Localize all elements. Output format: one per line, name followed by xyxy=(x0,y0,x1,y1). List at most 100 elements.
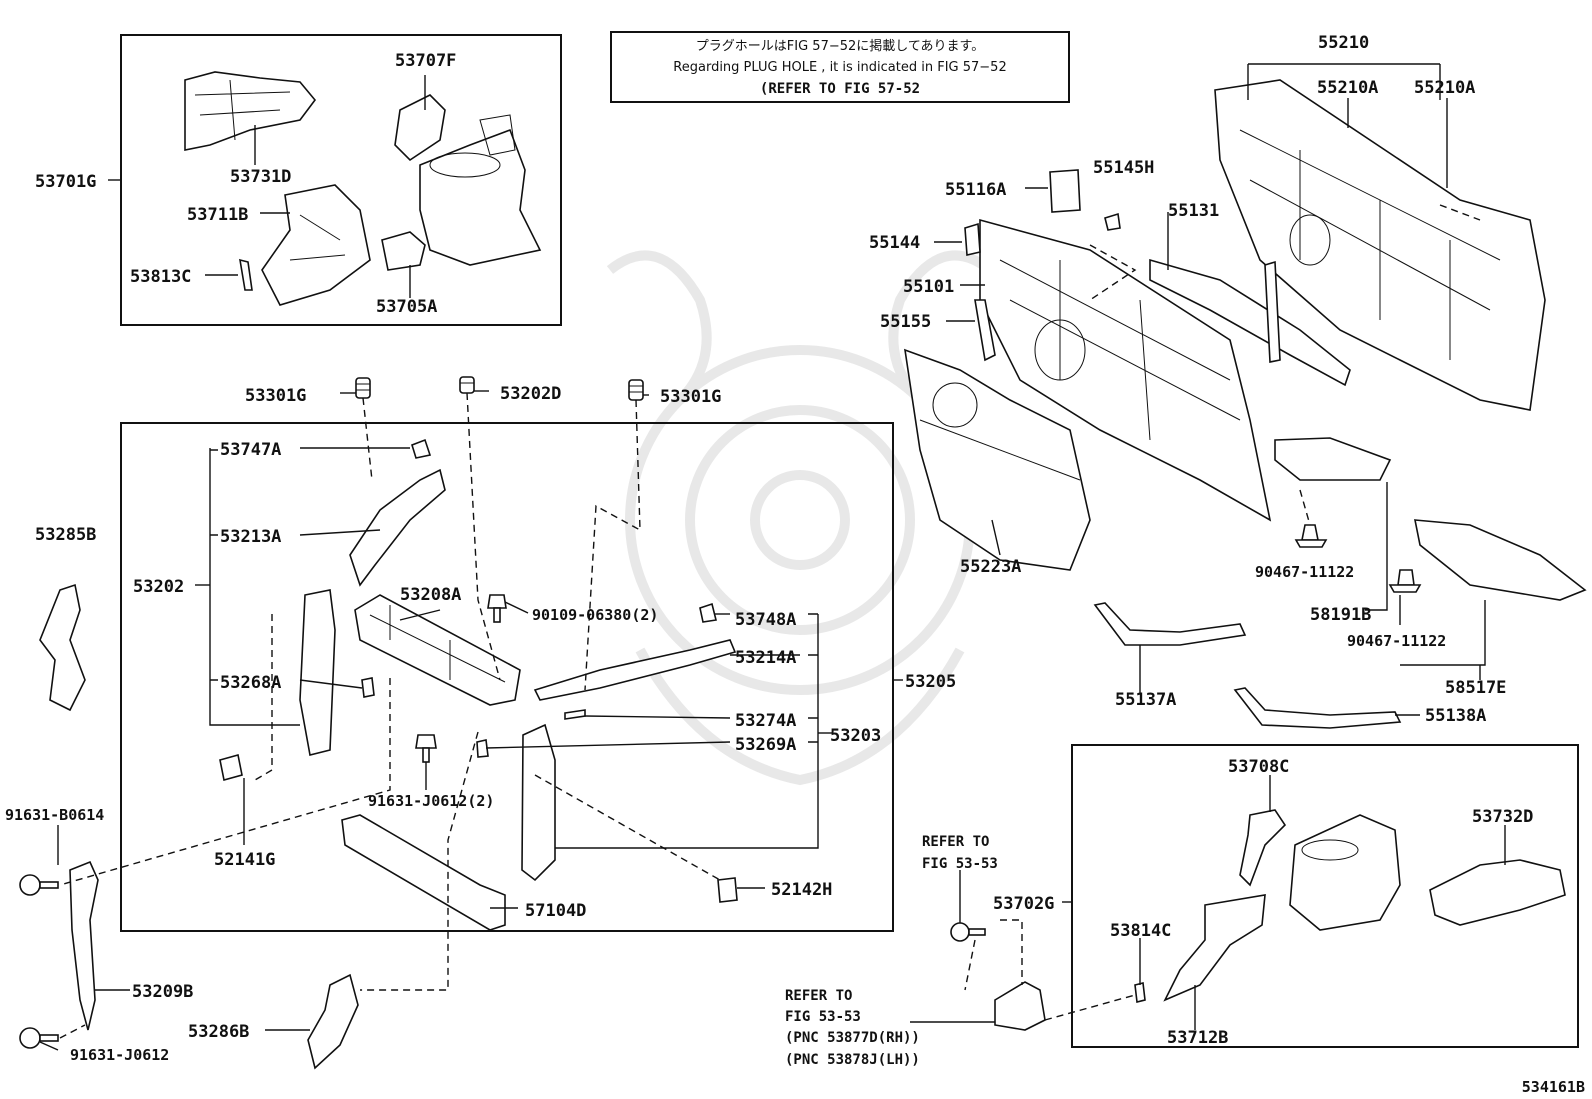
label-90467-11122-1[interactable]: 90467-11122 xyxy=(1255,563,1354,581)
part-53268A-clip xyxy=(361,677,375,698)
label-91631-J0612[interactable]: 91631-J0612 xyxy=(70,1046,169,1064)
part-53301G-bolt-2 xyxy=(628,379,644,401)
part-55131-shape xyxy=(1149,258,1351,387)
label-53203[interactable]: 53203 xyxy=(830,726,881,746)
label-53301G-1[interactable]: 53301G xyxy=(245,386,306,406)
label-55155[interactable]: 55155 xyxy=(880,312,931,332)
diagram-id: 534161B xyxy=(1522,1078,1585,1096)
note-refer-b-1: REFER TO xyxy=(785,988,852,1004)
group-box-53702G xyxy=(1071,744,1579,1048)
note-refer-b-4: (PNC 53878J(LH)) xyxy=(785,1052,920,1068)
part-53731D-shape xyxy=(184,71,317,151)
part-55101-panel-shape xyxy=(979,218,1272,522)
part-53814C-shape xyxy=(1134,982,1146,1003)
label-55131[interactable]: 55131 xyxy=(1168,201,1219,221)
note-plug-hole-en: Regarding PLUG HOLE , it is indicated in… xyxy=(673,60,1006,75)
part-53732D-shape xyxy=(1429,859,1566,926)
label-55137A[interactable]: 55137A xyxy=(1115,690,1176,710)
label-53814C[interactable]: 53814C xyxy=(1110,921,1171,941)
part-53711B-shape xyxy=(261,184,371,306)
part-55137A-shape xyxy=(1093,602,1247,646)
label-55145H[interactable]: 55145H xyxy=(1093,158,1154,178)
label-55210A-1[interactable]: 55210A xyxy=(1317,78,1378,98)
label-55144[interactable]: 55144 xyxy=(869,233,920,253)
part-55138A-shape xyxy=(1233,687,1402,729)
label-53732D[interactable]: 53732D xyxy=(1472,807,1533,827)
part-bolt-fig-53-53 xyxy=(950,922,986,942)
part-53274A-shape xyxy=(564,709,586,720)
group-box-53205 xyxy=(120,422,894,932)
label-55138A[interactable]: 55138A xyxy=(1425,706,1486,726)
label-53712B[interactable]: 53712B xyxy=(1167,1028,1228,1048)
label-55210[interactable]: 55210 xyxy=(1318,33,1369,53)
label-52141G[interactable]: 52141G xyxy=(214,850,275,870)
label-53208A[interactable]: 53208A xyxy=(400,585,461,605)
note-refer-b-3: (PNC 53877D(RH)) xyxy=(785,1030,920,1046)
part-53269A-shape xyxy=(476,739,489,758)
label-53274A[interactable]: 53274A xyxy=(735,711,796,731)
label-55116A[interactable]: 55116A xyxy=(945,180,1006,200)
label-53205[interactable]: 53205 xyxy=(905,672,956,692)
note-box-plug-hole xyxy=(610,31,1070,103)
part-52142H-shape xyxy=(717,877,738,903)
label-58517E[interactable]: 58517E xyxy=(1445,678,1506,698)
leader-lines xyxy=(39,63,1506,1051)
label-90467-11122-2[interactable]: 90467-11122 xyxy=(1347,632,1446,650)
label-53213A[interactable]: 53213A xyxy=(220,527,281,547)
label-90109-06380[interactable]: 90109-06380(2) xyxy=(532,606,658,624)
label-53701G[interactable]: 53701G xyxy=(35,172,96,192)
part-90467-clip-1 xyxy=(1294,524,1328,548)
label-53301G-2[interactable]: 53301G xyxy=(660,387,721,407)
part-53285B-shape xyxy=(39,583,86,712)
part-53705A-shape xyxy=(381,231,426,271)
label-57104D[interactable]: 57104D xyxy=(525,901,586,921)
label-91631-B0614[interactable]: 91631-B0614 xyxy=(5,806,104,824)
label-53286B[interactable]: 53286B xyxy=(188,1022,249,1042)
watermark-emblem xyxy=(606,250,994,786)
label-53702G[interactable]: 53702G xyxy=(993,894,1054,914)
dashed-guide-lines xyxy=(59,204,1481,1039)
label-53214A[interactable]: 53214A xyxy=(735,648,796,668)
note-plug-hole-jp: プラグホールはFIG 57−52に掲載してあります。 xyxy=(696,38,984,54)
label-53285B[interactable]: 53285B xyxy=(35,525,96,545)
label-53202D[interactable]: 53202D xyxy=(500,384,561,404)
label-53711B[interactable]: 53711B xyxy=(187,205,248,225)
label-52142H[interactable]: 52142H xyxy=(771,880,832,900)
part-55223A-silencer-shape xyxy=(904,348,1091,571)
note-refer-a-1: REFER TO xyxy=(922,834,989,850)
label-55210A-2[interactable]: 55210A xyxy=(1414,78,1475,98)
part-58191B-shape xyxy=(1274,437,1392,481)
label-53731D[interactable]: 53731D xyxy=(230,167,291,187)
label-53269A[interactable]: 53269A xyxy=(735,735,796,755)
part-90467-clip-2 xyxy=(1388,569,1422,593)
part-53203-post-shape xyxy=(521,723,556,882)
label-55223A[interactable]: 55223A xyxy=(960,557,1021,577)
part-53286B-shape xyxy=(307,973,359,1070)
note-refer-a-2: FIG 53-53 xyxy=(922,856,998,872)
label-53268A[interactable]: 53268A xyxy=(220,673,281,693)
label-58191B[interactable]: 58191B xyxy=(1310,605,1371,625)
part-55210-dash-panel-shape xyxy=(1214,79,1546,411)
label-53813C[interactable]: 53813C xyxy=(130,267,191,287)
part-53214A-shape xyxy=(533,639,737,701)
part-53701G-housing-shape xyxy=(419,114,542,266)
label-53705A[interactable]: 53705A xyxy=(376,297,437,317)
label-55101[interactable]: 55101 xyxy=(903,277,954,297)
part-53707F-shape xyxy=(394,94,446,162)
label-53747A[interactable]: 53747A xyxy=(220,440,281,460)
label-91631-J0612-2[interactable]: 91631-J0612(2) xyxy=(368,792,494,810)
part-53712B-shape xyxy=(1163,894,1266,1002)
label-53707F[interactable]: 53707F xyxy=(395,51,456,71)
label-53708C[interactable]: 53708C xyxy=(1228,757,1289,777)
part-bracket-fig-53-53 xyxy=(994,981,1046,1031)
label-53202[interactable]: 53202 xyxy=(133,577,184,597)
label-53209B[interactable]: 53209B xyxy=(132,982,193,1002)
part-53209B-shape xyxy=(69,860,99,1031)
part-58517E-shape xyxy=(1414,519,1587,601)
part-53268A-post-shape xyxy=(299,589,336,756)
part-53301G-bolt-1 xyxy=(355,377,371,399)
part-90109-bolt xyxy=(487,594,507,623)
part-labels: 53707F 53731D 53701G 53711B 53813C 53705… xyxy=(5,33,1533,1064)
label-53748A[interactable]: 53748A xyxy=(735,610,796,630)
